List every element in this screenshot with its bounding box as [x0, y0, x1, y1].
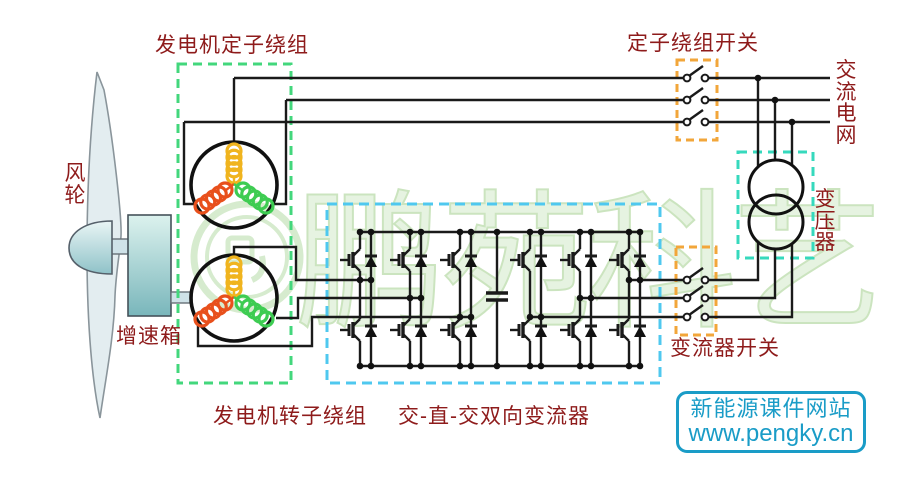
dc-capacitor [486, 291, 508, 302]
switch-icon [682, 87, 710, 105]
main-shaft [110, 238, 130, 255]
gearbox-label: 增速箱 [116, 325, 182, 348]
coil [234, 294, 275, 328]
converter-box [325, 202, 662, 385]
coil [193, 181, 234, 215]
igbt-leg [510, 232, 547, 366]
ac-grid-label: 交流电网 [835, 59, 857, 147]
transformer-symbol [747, 158, 805, 251]
output-shaft [170, 291, 193, 304]
rotor-winding-label: 发电机转子绕组 [213, 405, 367, 428]
site-name: 新能源课件网站 [690, 396, 852, 421]
converter-label: 交-直-交双向变流器 [398, 405, 590, 428]
converter-switch-label: 变流器开关 [670, 337, 780, 360]
disconnect-switches [682, 65, 710, 322]
switch-icon [682, 65, 710, 83]
stator-switch-label: 定子绕组开关 [627, 32, 759, 55]
transformer-label: 变压器 [814, 188, 836, 254]
switch-icon [682, 285, 710, 303]
site-badge: 新能源课件网站 www.pengky.cn [676, 391, 866, 453]
hub [68, 220, 113, 275]
site-url: www.pengky.cn [688, 420, 854, 447]
gearbox-body [127, 214, 172, 317]
stator-winding-symbol [189, 140, 279, 230]
converter-switch-box [674, 245, 718, 337]
generator-box [176, 62, 293, 385]
junction-dots [356, 74, 796, 370]
switch-icon [682, 304, 710, 322]
rotor-winding-symbol [189, 253, 279, 343]
coil [193, 294, 234, 328]
winding-coils [193, 142, 275, 328]
switch-icon [682, 109, 710, 127]
stator-winding-label: 发电机定子绕组 [155, 34, 309, 57]
wind-turbine [68, 71, 193, 419]
coil [234, 181, 275, 215]
wind-wheel-label: 风轮 [64, 162, 86, 207]
igbt-bridge [340, 232, 646, 366]
switch-icon [682, 267, 710, 285]
